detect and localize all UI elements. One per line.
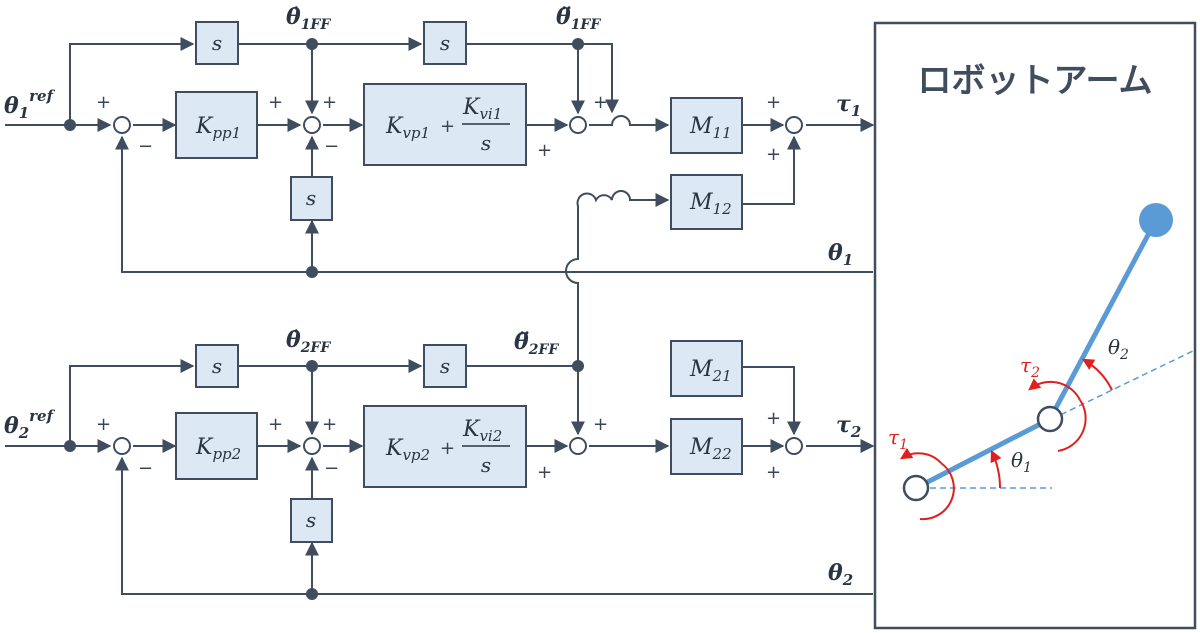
svg-text:+: + xyxy=(537,462,552,483)
robot-arm-panel: ロボットアーム τ1 τ2 θ1 θ2 xyxy=(873,21,1197,630)
svg-text:+: + xyxy=(593,414,608,435)
svg-text:s: s xyxy=(306,508,316,532)
row-1: s s s Kpp1 Kvp1 + Kvi1 s M11 M12 + − + +… xyxy=(4,4,875,363)
m22-label: M22 xyxy=(689,435,732,463)
sum-junction-2b xyxy=(303,437,321,455)
joint-1 xyxy=(902,474,930,502)
sum-junction-2d xyxy=(785,437,803,455)
kpp2-label: Kpp2 xyxy=(195,435,241,463)
s-label: s xyxy=(306,186,316,210)
svg-text:+: + xyxy=(766,144,781,165)
row-2: s s s Kpp2 Kvp2 + Kvi2 s M21 M22 + − + +… xyxy=(4,327,875,600)
plus-sign: + xyxy=(440,116,455,137)
m22-block xyxy=(670,418,743,475)
svg-text:−: − xyxy=(138,458,153,479)
tau2-label: τ2 xyxy=(836,412,861,441)
m11-block xyxy=(670,97,743,154)
theta2-out-label: θ2 xyxy=(828,560,853,589)
arm-theta2-label: θ2 xyxy=(1108,335,1129,363)
m21-label: M21 xyxy=(689,357,732,385)
theta1-dot-ff-label: θ̇1FF xyxy=(286,4,331,33)
arm-tau1-label: τ1 xyxy=(888,425,908,453)
sum-junction-1d xyxy=(785,116,803,134)
arm-theta1-label: θ1 xyxy=(1011,448,1032,476)
svg-text:+: + xyxy=(268,92,283,113)
kpp1-label: Kpp1 xyxy=(195,114,241,142)
theta1-ddot-ff-label: θ̈1FF xyxy=(556,4,601,33)
s-label: s xyxy=(440,31,450,55)
s-block-ff1-a xyxy=(195,21,239,65)
link-1 xyxy=(914,416,1052,491)
theta2-dot-ff-label: θ̇2FF xyxy=(286,327,331,356)
theta1-out-label: θ1 xyxy=(828,240,853,269)
s-label: s xyxy=(481,131,491,155)
svg-text:+: + xyxy=(537,140,552,161)
svg-text:+: + xyxy=(766,408,781,429)
svg-text:+: + xyxy=(440,438,455,459)
svg-text:+: + xyxy=(766,92,781,113)
robot-arm-title: ロボットアーム xyxy=(918,61,1153,101)
kvi2-label: Kvi2 xyxy=(462,417,502,445)
svg-text:+: + xyxy=(593,92,608,113)
svg-text:−: − xyxy=(138,136,153,157)
sum-junction-1a xyxy=(113,116,131,134)
svg-text:−: − xyxy=(324,136,339,157)
m11-label: M11 xyxy=(689,114,732,142)
kpp1-block xyxy=(175,91,258,159)
s-block-ff2-b xyxy=(423,344,467,388)
m21-block xyxy=(670,340,743,397)
svg-text:−: − xyxy=(324,458,339,479)
svg-text:s: s xyxy=(212,354,222,378)
svg-text:s: s xyxy=(440,354,450,378)
theta2-ref-label: θ2ref xyxy=(4,407,56,442)
sum-junction-2c xyxy=(569,437,587,455)
kvp1-label: Kvp1 xyxy=(385,114,430,142)
svg-text:+: + xyxy=(766,462,781,483)
svg-text:+: + xyxy=(322,414,337,435)
svg-text:+: + xyxy=(268,414,283,435)
sum-junction-2a xyxy=(113,437,131,455)
svg-text:s: s xyxy=(481,453,491,477)
tau1-label: τ1 xyxy=(836,91,861,120)
s-block-fb1 xyxy=(290,176,333,221)
svg-text:+: + xyxy=(96,414,111,435)
svg-text:+: + xyxy=(96,92,111,113)
theta2-ddot-ff-label: θ̈2FF xyxy=(514,329,559,358)
s-block-ff2-a xyxy=(195,344,239,388)
end-effector xyxy=(1139,203,1173,237)
robot-arm-frame xyxy=(873,21,1197,630)
sum-junction-1b xyxy=(303,116,321,134)
svg-text:+: + xyxy=(322,92,337,113)
s-label: s xyxy=(212,31,222,55)
kvp2-label: Kvp2 xyxy=(385,436,430,464)
kpp2-block xyxy=(175,412,258,480)
m12-block xyxy=(670,174,743,230)
joint-2 xyxy=(1036,405,1064,433)
sum-junction-1c xyxy=(569,116,587,134)
s-block-fb2 xyxy=(290,498,333,543)
kvi1-label: Kvi1 xyxy=(462,95,502,123)
s-block-ff1-b xyxy=(423,21,467,65)
m12-label: M12 xyxy=(689,190,732,218)
arm-tau2-label: τ2 xyxy=(1020,353,1040,381)
theta1-ref-label: θ1ref xyxy=(4,87,56,122)
